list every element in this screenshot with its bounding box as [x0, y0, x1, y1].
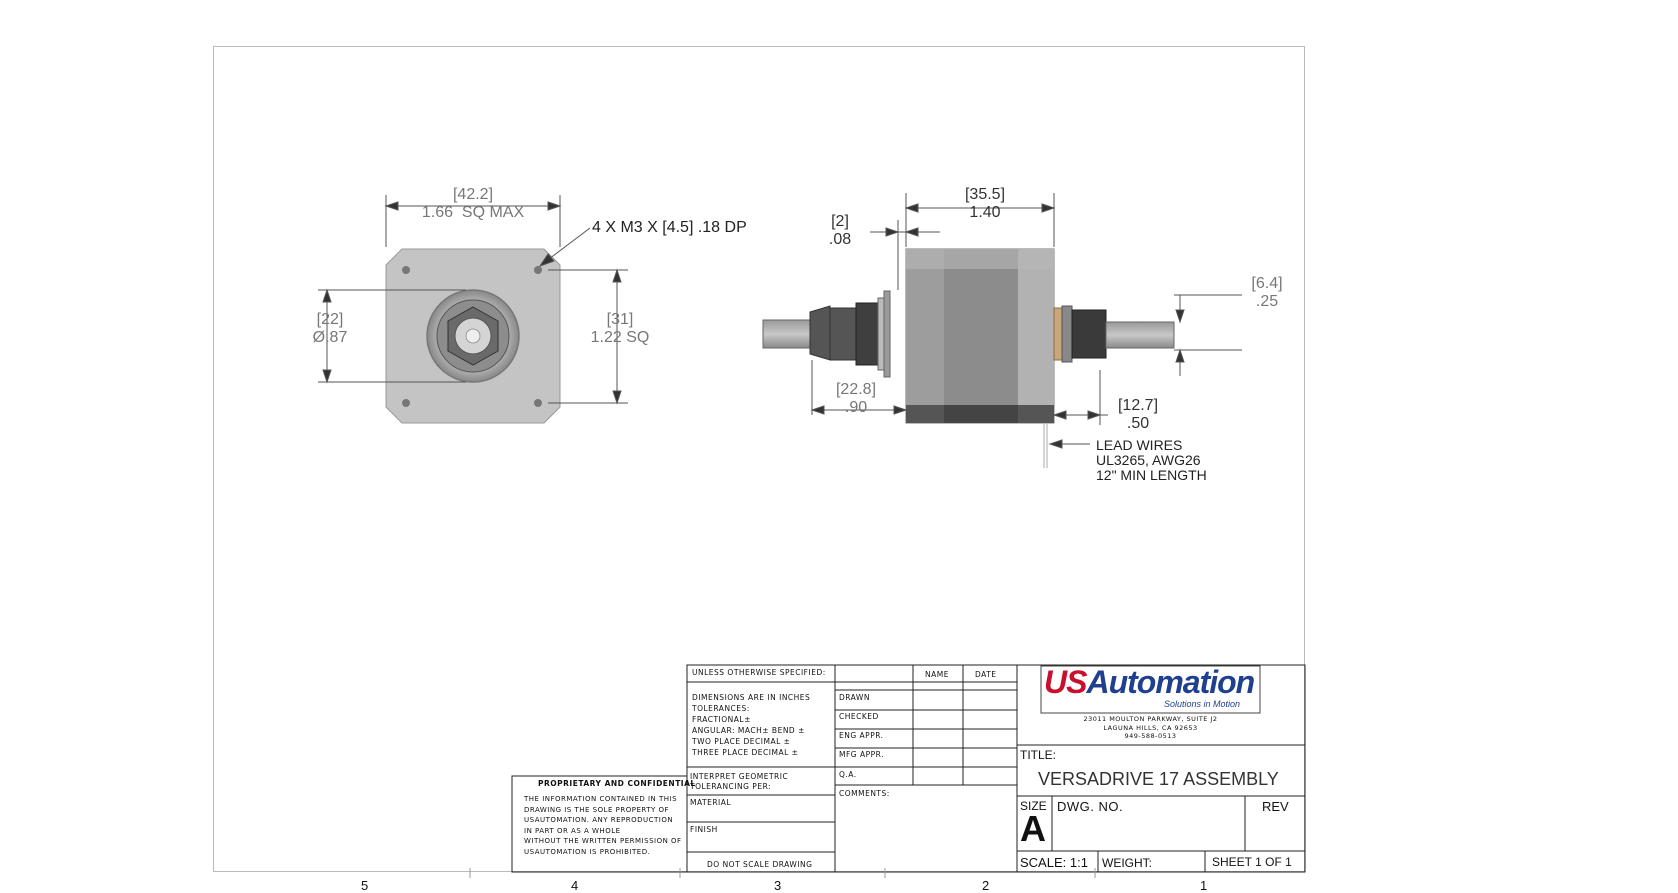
size-value: A — [1020, 808, 1046, 849]
logo-automation: Automation — [1086, 664, 1255, 700]
interpret-line: TOLERANCING PER: — [690, 782, 772, 791]
front-ext-dim: [22.8] .90 — [835, 381, 877, 416]
zone-2: 2 — [982, 878, 990, 893]
shaft-dia-mm: 6.4 — [1255, 275, 1279, 292]
shaft-dia-dim: [6.4] .25 — [1251, 275, 1283, 310]
lead-wires-note: LEAD WIRES UL3265, AWG26 12" MIN LENGTH — [1096, 438, 1207, 483]
front-width-in: 1.66 — [421, 204, 453, 221]
pilot-mm: 22 — [321, 311, 339, 328]
hole-spacing-mm: 31 — [611, 311, 629, 328]
proprietary-line: WITHOUT THE WRITTEN PERMISSION OF — [524, 837, 682, 845]
proprietary-line: THE INFORMATION CONTAINED IN THIS — [524, 795, 678, 803]
drawing-title: VERSADRIVE 17 ASSEMBLY — [1038, 769, 1279, 789]
company-address: 23011 MOULTON PARKWAY, SUITE J2 LAGUNA H… — [1041, 715, 1260, 741]
zone-1: 1 — [1200, 878, 1208, 893]
front-ext-in: .90 — [844, 399, 868, 416]
tolerance-line: TOLERANCES: — [692, 704, 750, 713]
interpret-block: INTERPRET GEOMETRIC TOLERANCING PER: — [690, 772, 788, 792]
tolerance-line: DIMENSIONS ARE IN INCHES — [692, 693, 811, 702]
proprietary-text: THE INFORMATION CONTAINED IN THIS DRAWIN… — [524, 794, 682, 857]
tolerance-line: FRACTIONAL± — [692, 715, 751, 724]
zone-5: 5 — [361, 878, 369, 893]
company-logo: USAutomation — [1044, 664, 1255, 701]
lead-wires-line: 12" MIN LENGTH — [1096, 467, 1207, 483]
proprietary-line: USAUTOMATION IS PROHIBITED. — [524, 847, 651, 856]
pilot-dim: [22] Ø.87 — [312, 311, 348, 346]
unless-specified: UNLESS OTHERWISE SPECIFIED: — [692, 668, 826, 677]
comments-label: COMMENTS: — [839, 789, 890, 798]
rear-ext-in: .50 — [1126, 415, 1150, 432]
front-width-mm: 42.2 — [457, 186, 489, 203]
proprietary-line: DRAWING IS THE SOLE PROPERTY OF — [524, 805, 670, 814]
mount-hole — [402, 266, 410, 274]
hole-spacing-dim: [31] 1.22 SQ — [590, 311, 650, 346]
tolerance-line: THREE PLACE DECIMAL ± — [692, 748, 799, 757]
material-label: MATERIAL — [690, 798, 732, 807]
logo-us: US — [1044, 664, 1087, 700]
weight-label: WEIGHT: — [1102, 856, 1152, 870]
zone-4: 4 — [571, 878, 579, 893]
mount-hole — [534, 399, 542, 407]
mfg-appr-label: MFG APPR. — [839, 750, 884, 759]
zone-3: 3 — [774, 878, 782, 893]
shaft-dia-in: .25 — [1255, 293, 1279, 310]
address-line: 949-588-0513 — [1124, 732, 1177, 740]
pilot-in: Ø.87 — [312, 329, 348, 346]
dwg-no-label: DWG. NO. — [1057, 799, 1124, 814]
tolerance-block: DIMENSIONS ARE IN INCHES TOLERANCES: FRA… — [692, 692, 810, 758]
tolerance-line: TWO PLACE DECIMAL ± — [692, 737, 791, 746]
name-header: NAME — [925, 670, 949, 679]
flange-mm: 2 — [835, 213, 845, 230]
finish-label: FINISH — [690, 825, 718, 834]
interpret-line: INTERPRET GEOMETRIC — [690, 772, 789, 781]
length-mm: 35.5 — [969, 186, 1001, 203]
rev-label: REV — [1262, 799, 1289, 814]
front-ext-mm: 22.8 — [840, 381, 872, 398]
flange-in: .08 — [828, 231, 852, 248]
size-label: SIZE — [1020, 799, 1047, 813]
flange-dim: [2] .08 — [828, 213, 852, 248]
rear-ext-mm: 12.7 — [1122, 397, 1154, 414]
dim-mm: [42.2] — [452, 186, 494, 203]
length-in: 1.40 — [969, 204, 1001, 221]
sheet-label: SHEET 1 OF 1 — [1212, 855, 1292, 869]
address-line: 23011 MOULTON PARKWAY, SUITE J2 — [1083, 715, 1218, 723]
title-block-grid — [511, 664, 1306, 873]
mount-hole — [534, 266, 542, 274]
length-dim: [35.5] 1.40 — [964, 186, 1006, 221]
eng-appr-label: ENG APPR. — [839, 731, 884, 740]
qa-label: Q.A. — [839, 770, 857, 779]
date-header: DATE — [975, 670, 997, 679]
hole-spacing-in: 1.22 SQ — [590, 329, 650, 346]
proprietary-line: USAUTOMATION. ANY REPRODUCTION — [524, 816, 674, 824]
rear-ext-dim: [12.7] .50 — [1117, 397, 1159, 432]
scale-label: SCALE: 1:1 — [1020, 855, 1088, 870]
do-not-scale: DO NOT SCALE DRAWING — [707, 860, 813, 869]
tolerance-line: ANGULAR: MACH± BEND ± — [692, 726, 805, 735]
drawn-label: DRAWN — [839, 693, 870, 702]
checked-label: CHECKED — [839, 712, 879, 721]
side-view — [762, 248, 1175, 468]
mount-hole — [402, 399, 410, 407]
address-line: LAGUNA HILLS, CA 92653 — [1103, 723, 1198, 732]
proprietary-title: PROPRIETARY AND CONFIDENTIAL — [538, 779, 696, 788]
logo-tagline: Solutions in Motion — [1164, 699, 1241, 709]
front-width-note: SQ MAX — [461, 204, 525, 221]
proprietary-line: IN PART OR AS A WHOLE — [524, 826, 621, 835]
title-label: TITLE: — [1020, 748, 1057, 762]
front-view — [385, 248, 561, 424]
holes-note: 4 X M3 X [4.5] .18 DP — [592, 219, 747, 236]
lead-wires-line: LEAD WIRES — [1096, 437, 1183, 453]
lead-wires-line: UL3265, AWG26 — [1096, 452, 1201, 468]
front-width-dim: [42.2] 1.66 SQ MAX — [408, 186, 538, 222]
